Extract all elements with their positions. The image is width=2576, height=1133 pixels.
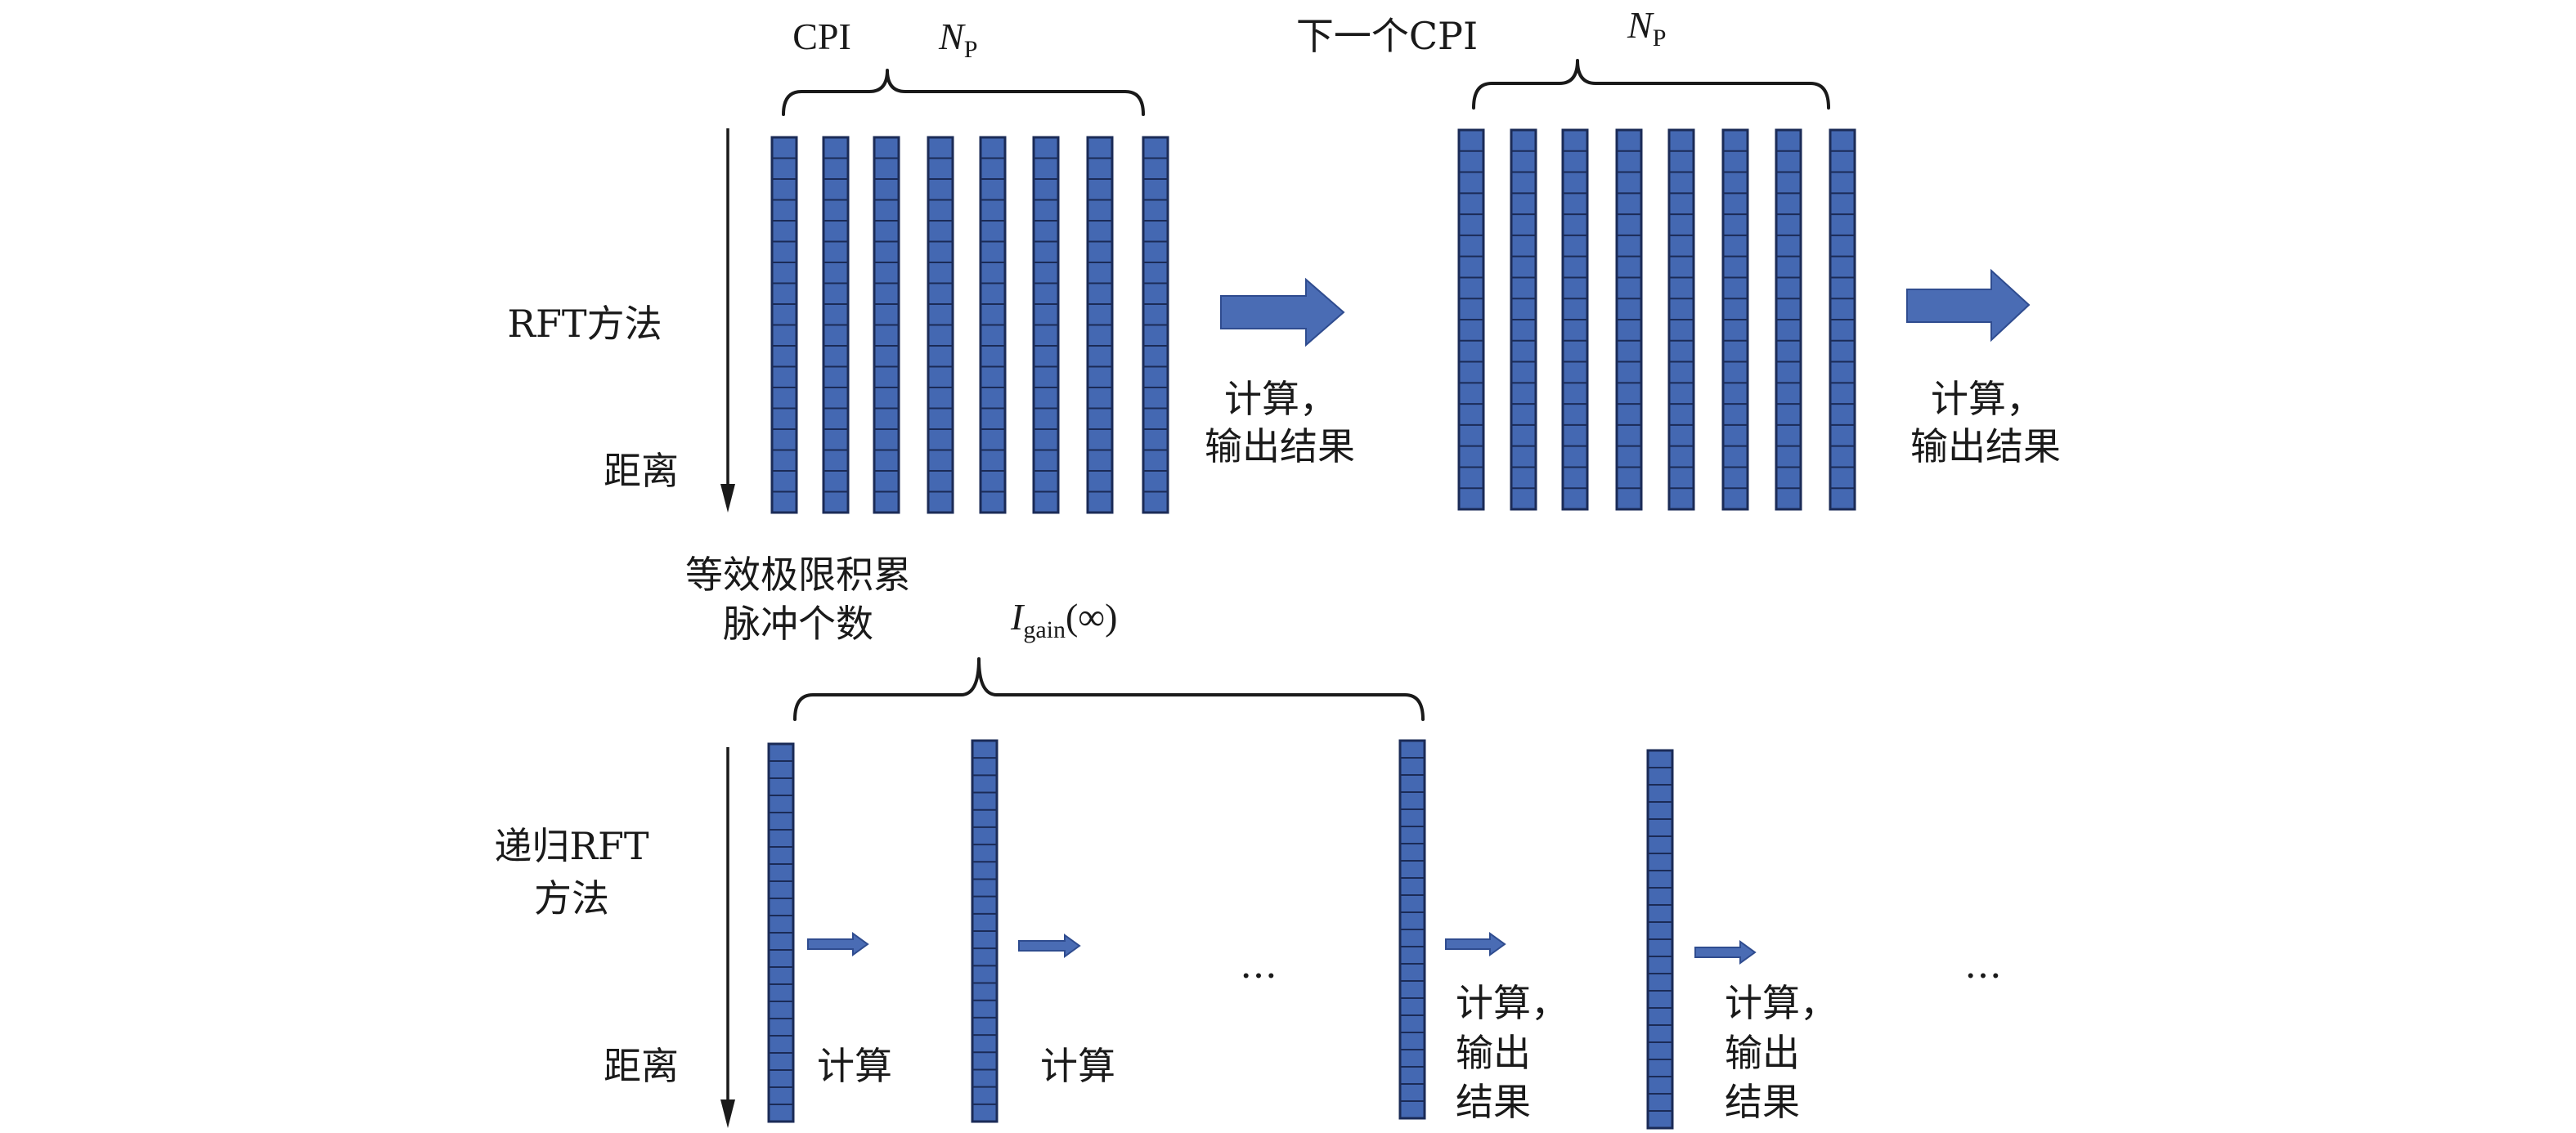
rft-method-label: RFT方法 — [507, 302, 662, 346]
cpi-pulse-column-8 — [1142, 136, 1169, 514]
compute-arrow-top-1 — [1220, 277, 1345, 347]
output-label-bottom-b-line3: 结果 — [1725, 1080, 1800, 1124]
next-cpi-pulse-column-5 — [1667, 128, 1695, 511]
cpi-label: CPI — [792, 16, 851, 57]
np-label: NP — [938, 16, 977, 63]
cpi-pulse-column-3 — [873, 136, 900, 514]
next-cpi-label: 下一个CPI — [1296, 14, 1478, 58]
next-cpi-pulse-column-3 — [1561, 128, 1589, 511]
range-axis-arrow-bottom — [720, 747, 735, 1128]
output-label-bottom-a-line3: 结果 — [1456, 1080, 1531, 1124]
compute-label-1: 计算 — [817, 1044, 892, 1088]
recursive-pulse-column-2 — [971, 739, 999, 1123]
next-np-subscript: P — [1653, 25, 1667, 52]
recursive-column-group — [767, 739, 1674, 1130]
output-label-bottom-b-line1: 计算， — [1725, 981, 1838, 1025]
cpi-pulse-column-4 — [927, 136, 954, 514]
next-cpi-pulse-column-6 — [1721, 128, 1749, 511]
output-label-bottom-a-line1: 计算， — [1456, 981, 1568, 1025]
recursive-rft-label-line2: 方法 — [534, 876, 609, 920]
cpi-brace — [782, 69, 1145, 116]
next-cpi-brace — [1472, 59, 1830, 110]
compute-arrow-bottom-3 — [1445, 932, 1506, 956]
recursive-rft-label-line1: 递归RFT — [494, 824, 649, 868]
next-cpi-pulse-column-8 — [1829, 128, 1856, 511]
gain-label: Igain(∞) — [1010, 596, 1117, 643]
equivalent-pulses-line1: 等效极限积累 — [685, 553, 911, 597]
next-cpi-pulse-column-1 — [1457, 128, 1485, 511]
next-np-symbol: N — [1627, 4, 1654, 46]
next-cpi-column-group — [1457, 128, 1856, 511]
equivalent-pulses-line2: 脉冲个数 — [723, 602, 873, 646]
output-label-top-2-line1: 计算， — [1931, 377, 2044, 421]
ellipsis-2: … — [1964, 943, 2002, 987]
cpi-pulse-column-6 — [1032, 136, 1060, 514]
compute-arrow-bottom-4 — [1694, 940, 1757, 965]
compute-arrow-bottom-2 — [1018, 934, 1081, 958]
compute-label-2: 计算 — [1040, 1044, 1115, 1088]
output-label-top-2-line2: 输出结果 — [1910, 424, 2061, 468]
next-cpi-pulse-column-2 — [1510, 128, 1537, 511]
cpi-pulse-column-5 — [979, 136, 1007, 514]
cpi-column-group — [770, 136, 1169, 514]
recursive-pulse-column-3 — [1398, 739, 1426, 1120]
output-label-bottom-a-line2: 输出 — [1456, 1031, 1531, 1075]
cpi-pulse-column-7 — [1086, 136, 1114, 514]
recursive-pulse-column-1 — [767, 742, 795, 1123]
gain-symbol: I — [1010, 596, 1025, 638]
cpi-pulse-column-2 — [822, 136, 850, 514]
range-axis-arrow-top — [720, 128, 735, 513]
np-symbol: N — [938, 16, 966, 57]
output-label-bottom-b-line2: 输出 — [1725, 1031, 1800, 1075]
ellipsis-1: … — [1240, 943, 1277, 987]
next-cpi-pulse-column-4 — [1615, 128, 1643, 511]
range-label-bottom: 距离 — [604, 1044, 679, 1088]
output-label-top-1-line2: 输出结果 — [1205, 424, 1355, 468]
next-cpi-pulse-column-7 — [1775, 128, 1802, 511]
gain-argument: (∞) — [1066, 596, 1117, 638]
gain-subscript: gain — [1023, 616, 1066, 643]
gain-brace — [793, 657, 1425, 721]
recursive-pulse-column-4 — [1646, 749, 1674, 1130]
range-label-top: 距离 — [604, 449, 679, 493]
compute-arrow-bottom-1 — [807, 932, 869, 956]
output-label-top-1-line1: 计算， — [1224, 377, 1337, 421]
next-np-label: NP — [1627, 4, 1666, 52]
cpi-pulse-column-1 — [770, 136, 798, 514]
compute-arrow-top-2 — [1906, 268, 2031, 343]
np-subscript: P — [964, 36, 978, 63]
